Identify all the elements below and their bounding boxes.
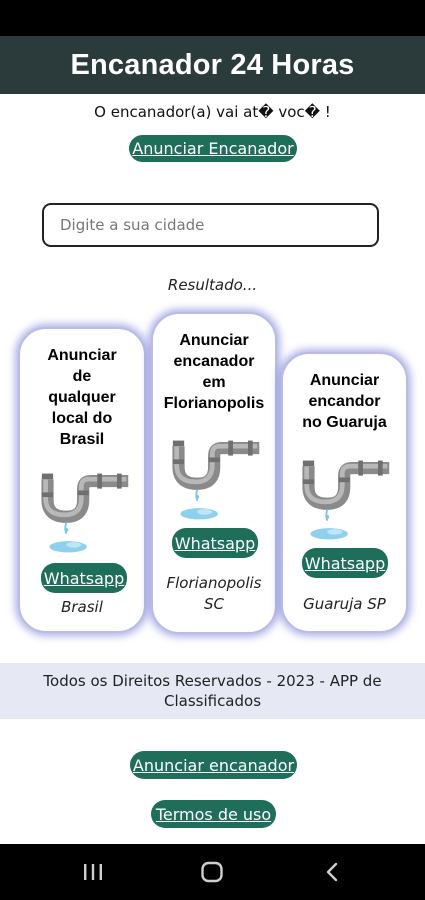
city-search-box[interactable] (42, 203, 379, 247)
footer-copyright: Todos os Direitos Reservados - 2023 - AP… (0, 663, 425, 719)
system-nav-bar (0, 844, 425, 900)
card-florianopolis: Anunciar encanador em Florianopolis What… (151, 312, 277, 634)
card-title: Anunciar de qualquer local do Brasil (47, 347, 117, 448)
anunciar-encanador-bottom-button[interactable]: Anunciar encanador (130, 751, 297, 779)
whatsapp-button[interactable]: Whatsapp (302, 548, 388, 578)
city-search-input[interactable] (58, 215, 377, 235)
subtitle: O encanador(a) vai at� voc� ! (94, 103, 331, 121)
card-title: Anunciar encanador em Florianopolis (163, 332, 265, 412)
card-location: Brasil (61, 598, 103, 616)
leaking-pipe-icon (301, 452, 393, 548)
leaking-pipe-icon (40, 465, 132, 561)
page-title: Encanador 24 Horas (70, 48, 355, 81)
app-header: Encanador 24 Horas (0, 36, 425, 94)
recent-apps-icon[interactable] (79, 858, 107, 886)
card-location: Florianopolis SC (166, 574, 262, 613)
leaking-pipe-icon (171, 432, 263, 528)
status-bar (0, 0, 425, 36)
home-icon[interactable] (198, 858, 226, 886)
card-brasil: Anunciar de qualquer local do Brasil Wha… (18, 327, 146, 633)
result-label: Resultado... (167, 276, 258, 294)
card-guaruja: Anunciar encandor no Guaruja Whatsapp Gu… (281, 352, 408, 633)
termos-de-uso-button[interactable]: Termos de uso (151, 800, 276, 828)
whatsapp-button[interactable]: Whatsapp (41, 563, 127, 593)
back-icon[interactable] (318, 858, 346, 886)
card-location: Guaruja SP (303, 595, 386, 613)
anunciar-encanador-top-button[interactable]: Anunciar Encanador (129, 135, 297, 162)
whatsapp-button[interactable]: Whatsapp (172, 528, 258, 558)
card-title: Anunciar encandor no Guaruja (302, 372, 387, 431)
